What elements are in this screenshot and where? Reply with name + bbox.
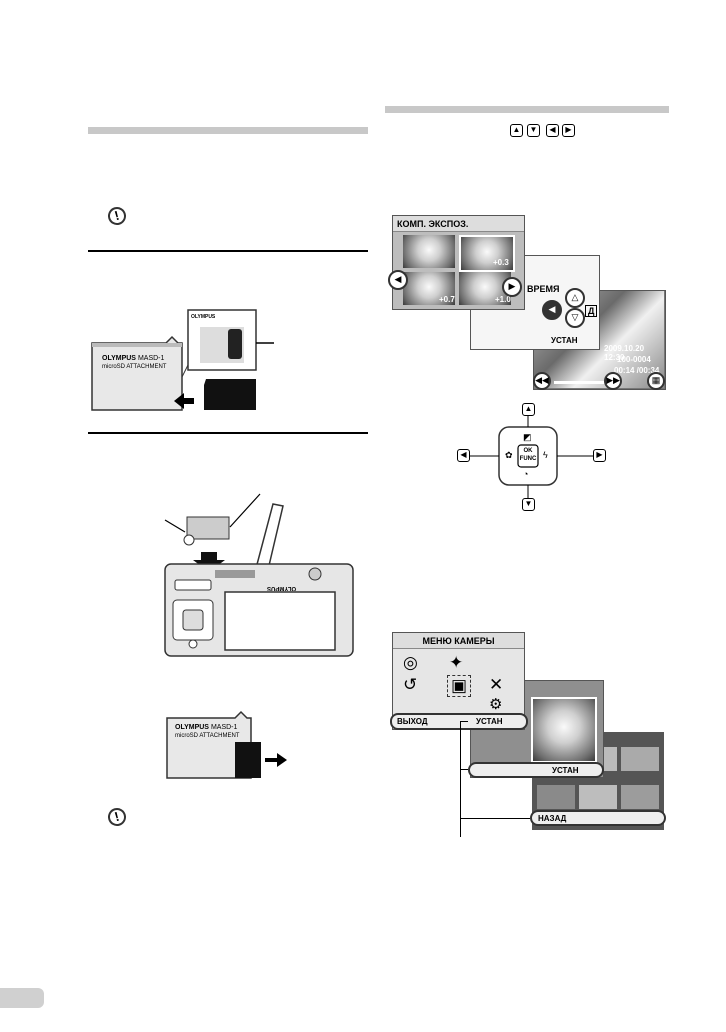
right-key-icon: ▶ <box>562 124 575 137</box>
camera-menu-title: МЕНЮ КАМЕРЫ <box>393 633 524 649</box>
adapter-remove-illustration: OLYMPUS MASD-1 microSD ATTACHMENT <box>165 710 295 780</box>
arrow-pad-svg <box>469 416 593 498</box>
index-view-icon: ▦ <box>647 372 665 390</box>
menu-bracket-line <box>460 721 461 837</box>
camera-menu-icon-6: ⚙ <box>489 696 503 713</box>
menu-bracket-tick-2 <box>460 769 468 770</box>
adapter-insert-svg <box>91 309 274 411</box>
exposure-screen-title: КОМП. ЭКСПОЗ. <box>393 216 524 232</box>
exposure-right-arrow-icon: ▶ <box>502 277 522 297</box>
index-thumb-3 <box>621 747 659 771</box>
exposure-comp-icon: ◩ <box>523 432 532 442</box>
time-setting-set-label: УСТАН <box>551 336 578 345</box>
right-section-header-bar <box>385 106 669 113</box>
adapter-brand-label: OLYMPUS MASD-1 <box>102 355 165 362</box>
photo-screen-footer: УСТАН <box>468 762 604 778</box>
pad-left-key-icon: ◀ <box>457 449 470 462</box>
caution-icon: ! <box>105 204 129 228</box>
camera-brand-label: OLYMPUS <box>267 585 297 591</box>
camera-menu-icon-3: ↺ <box>403 675 418 694</box>
exposure-value-1: +0.3 <box>493 258 509 267</box>
camera-menu-icon-4: ▣ <box>447 675 472 697</box>
camera-menu-icon-1: ◎ <box>403 653 418 672</box>
exposure-screen: КОМП. ЭКСПОЗ. +0.3 +0.7 +1.0 <box>392 215 525 310</box>
page-number-tab <box>0 988 44 1008</box>
adapter-insert-illustration: OLYMPUS MASD-1 microSD ATTACHMENT OLYMPU… <box>88 305 288 415</box>
photo-set-label: УСТАН <box>552 766 579 775</box>
photo-preview <box>531 697 597 763</box>
menu-set-label: УСТАН <box>476 717 503 726</box>
adapter2-subtitle-label: microSD ATTACHMENT <box>175 733 240 739</box>
playback-number: 100-0004 <box>617 355 651 364</box>
pad-up-key-icon: ▲ <box>522 403 535 416</box>
forward-icon: ▶▶ <box>604 372 622 390</box>
camera-svg <box>164 493 354 657</box>
setting-left-arrow-icon: ◀ <box>542 300 562 320</box>
playback-time: 00:14 /00:34 <box>614 366 660 375</box>
rewind-icon: ◀◀ <box>533 372 551 390</box>
adapter-subtitle-label: microSD ATTACHMENT <box>102 364 167 370</box>
flash-icon: ϟ <box>543 450 548 460</box>
time-setting-label: ВРЕМЯ <box>527 284 560 294</box>
exposure-thumb-2 <box>459 235 515 272</box>
playback-progress-bar <box>554 381 614 384</box>
adapter2-brand-label: OLYMPUS MASD-1 <box>175 724 238 731</box>
left-divider-1 <box>88 250 368 252</box>
setting-up-arrow-icon: △ <box>565 288 585 308</box>
pad-down-key-icon: ▼ <box>522 498 535 511</box>
callout-brand-label: OLYMPUS <box>191 314 216 320</box>
caution-icon-2: ! <box>105 805 129 829</box>
camera-menu-icon-5: ✕ <box>489 675 504 694</box>
exposure-value-3: +1.0 <box>495 295 511 304</box>
setting-down-arrow-icon: ▽ <box>565 308 585 328</box>
time-setting-side-letter: Д <box>585 305 598 317</box>
left-section-header-bar <box>88 127 368 134</box>
exposure-thumb-3 <box>403 272 455 305</box>
down-key-icon: ▼ <box>527 124 540 137</box>
index-thumb-5 <box>579 785 617 809</box>
index-thumb-4 <box>537 785 575 809</box>
exit-label: ВЫХОД <box>397 717 428 726</box>
self-timer-icon: ◔ <box>523 469 529 479</box>
menu-bracket-tick-3 <box>460 818 530 819</box>
index-thumb-6 <box>621 785 659 809</box>
macro-icon: ✿ <box>505 450 513 460</box>
pad-right-key-icon: ▶ <box>593 449 606 462</box>
camera-card-illustration: OLYMPUS <box>155 492 355 657</box>
menu-bracket-tick-1 <box>460 721 468 722</box>
back-label: НАЗАД <box>538 814 567 823</box>
up-key-icon: ▲ <box>510 124 523 137</box>
exposure-left-arrow-icon: ◀ <box>388 270 408 290</box>
camera-menu-icon-2: ✦ <box>449 653 464 672</box>
left-key-icon: ◀ <box>546 124 559 137</box>
adapter-remove-svg <box>166 710 287 779</box>
left-divider-2 <box>88 432 368 434</box>
index-screen-footer: НАЗАД <box>530 810 666 826</box>
exposure-thumb-1 <box>403 235 455 268</box>
exposure-value-2: +0.7 <box>439 295 455 304</box>
camera-menu-footer: ВЫХОД УСТАН <box>390 713 528 730</box>
playback-date: 2009.10.20 12:30 <box>604 344 645 362</box>
